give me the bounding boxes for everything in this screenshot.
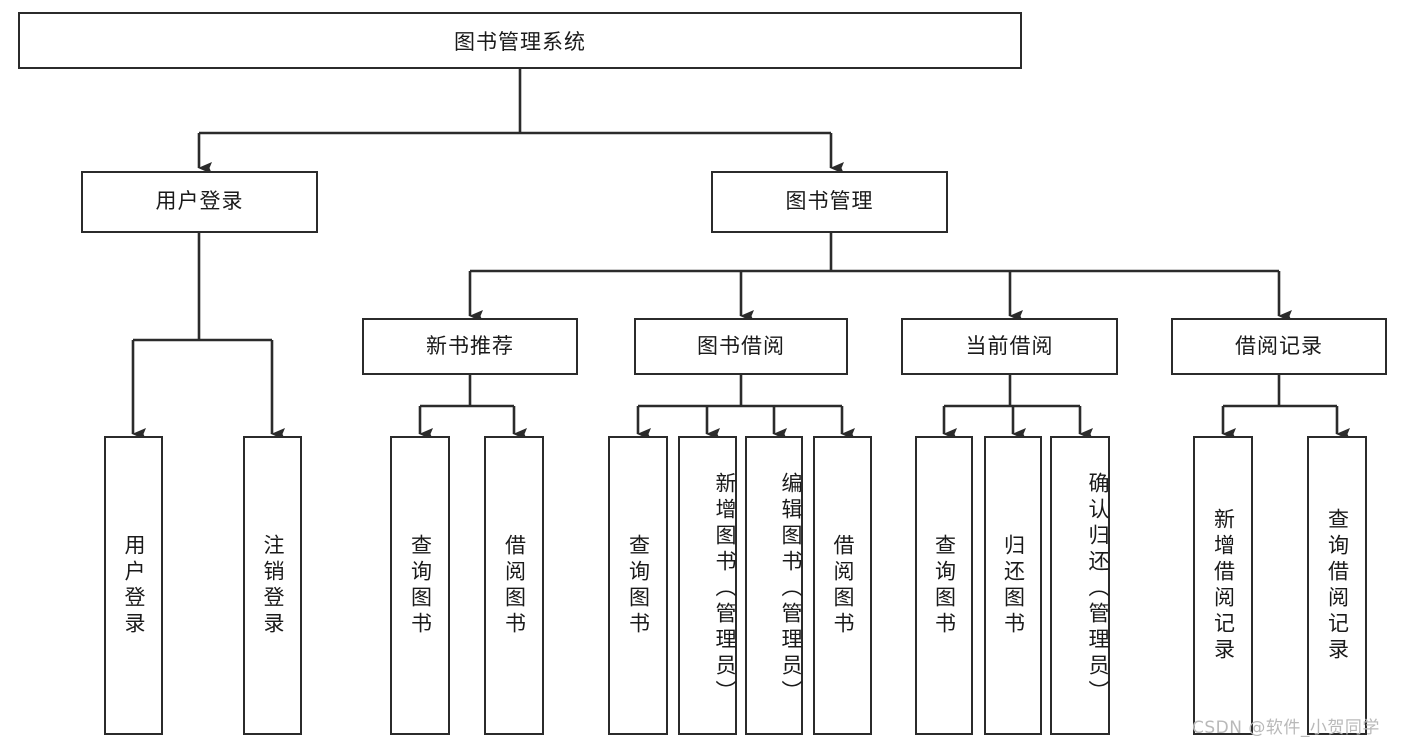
leaf-borrow-book-2[interactable]: 借阅图书 xyxy=(813,436,872,735)
node-book-management[interactable]: 图书管理 xyxy=(711,171,948,233)
node-new-book-recommend[interactable]: 新书推荐 xyxy=(362,318,578,375)
leaf-user-login[interactable]: 用户登录 xyxy=(104,436,163,735)
node-book-management-label: 图书管理 xyxy=(785,189,874,214)
node-borrow-record[interactable]: 借阅记录 xyxy=(1171,318,1387,375)
leaf-user-login-label: 用户登录 xyxy=(122,533,146,638)
leaf-query-book-1[interactable]: 查询图书 xyxy=(390,436,450,735)
leaf-query-book-1-label: 查询图书 xyxy=(408,533,433,638)
watermark-text: CSDN @软件_小贺同学 xyxy=(1192,718,1380,738)
node-current-borrow-label: 当前借阅 xyxy=(965,333,1054,358)
leaf-return-book-label: 归还图书 xyxy=(1001,533,1026,638)
node-root[interactable]: 图书管理系统 xyxy=(18,12,1022,69)
leaf-query-book-3[interactable]: 查询图书 xyxy=(915,436,973,735)
leaf-add-borrow-record-label: 新增借阅记录 xyxy=(1211,507,1236,664)
leaf-logout-label: 注销登录 xyxy=(261,533,285,638)
leaf-add-book-admin[interactable]: 新增图书（管理员） xyxy=(678,436,737,735)
leaf-confirm-return-admin[interactable]: 确认归还（管理员） xyxy=(1050,436,1110,735)
leaf-add-book-admin-label: 新增图书（管理员） xyxy=(713,471,737,706)
leaf-borrow-book-1[interactable]: 借阅图书 xyxy=(484,436,544,735)
node-book-borrow[interactable]: 图书借阅 xyxy=(634,318,848,375)
node-current-borrow[interactable]: 当前借阅 xyxy=(901,318,1118,375)
leaf-query-book-2[interactable]: 查询图书 xyxy=(608,436,668,735)
node-borrow-record-label: 借阅记录 xyxy=(1235,333,1323,358)
leaf-edit-book-admin[interactable]: 编辑图书（管理员） xyxy=(745,436,803,735)
leaf-add-borrow-record[interactable]: 新增借阅记录 xyxy=(1193,436,1253,735)
leaf-query-borrow-record[interactable]: 查询借阅记录 xyxy=(1307,436,1367,735)
node-user-login[interactable]: 用户登录 xyxy=(81,171,318,233)
node-root-label: 图书管理系统 xyxy=(454,29,586,54)
leaf-logout[interactable]: 注销登录 xyxy=(243,436,302,735)
leaf-return-book[interactable]: 归还图书 xyxy=(984,436,1042,735)
leaf-borrow-book-2-label: 借阅图书 xyxy=(831,533,855,638)
node-book-borrow-label: 图书借阅 xyxy=(697,333,785,358)
leaf-edit-book-admin-label: 编辑图书（管理员） xyxy=(779,471,803,706)
leaf-query-borrow-record-label: 查询借阅记录 xyxy=(1325,507,1350,664)
leaf-confirm-return-admin-label: 确认归还（管理员） xyxy=(1086,471,1110,706)
leaf-borrow-book-1-label: 借阅图书 xyxy=(502,533,527,638)
node-user-login-label: 用户登录 xyxy=(155,189,244,214)
watermark: CSDN @软件_小贺同学 xyxy=(1192,713,1380,738)
node-new-book-recommend-label: 新书推荐 xyxy=(426,333,514,358)
leaf-query-book-2-label: 查询图书 xyxy=(626,533,651,638)
leaf-query-book-3-label: 查询图书 xyxy=(932,533,957,638)
